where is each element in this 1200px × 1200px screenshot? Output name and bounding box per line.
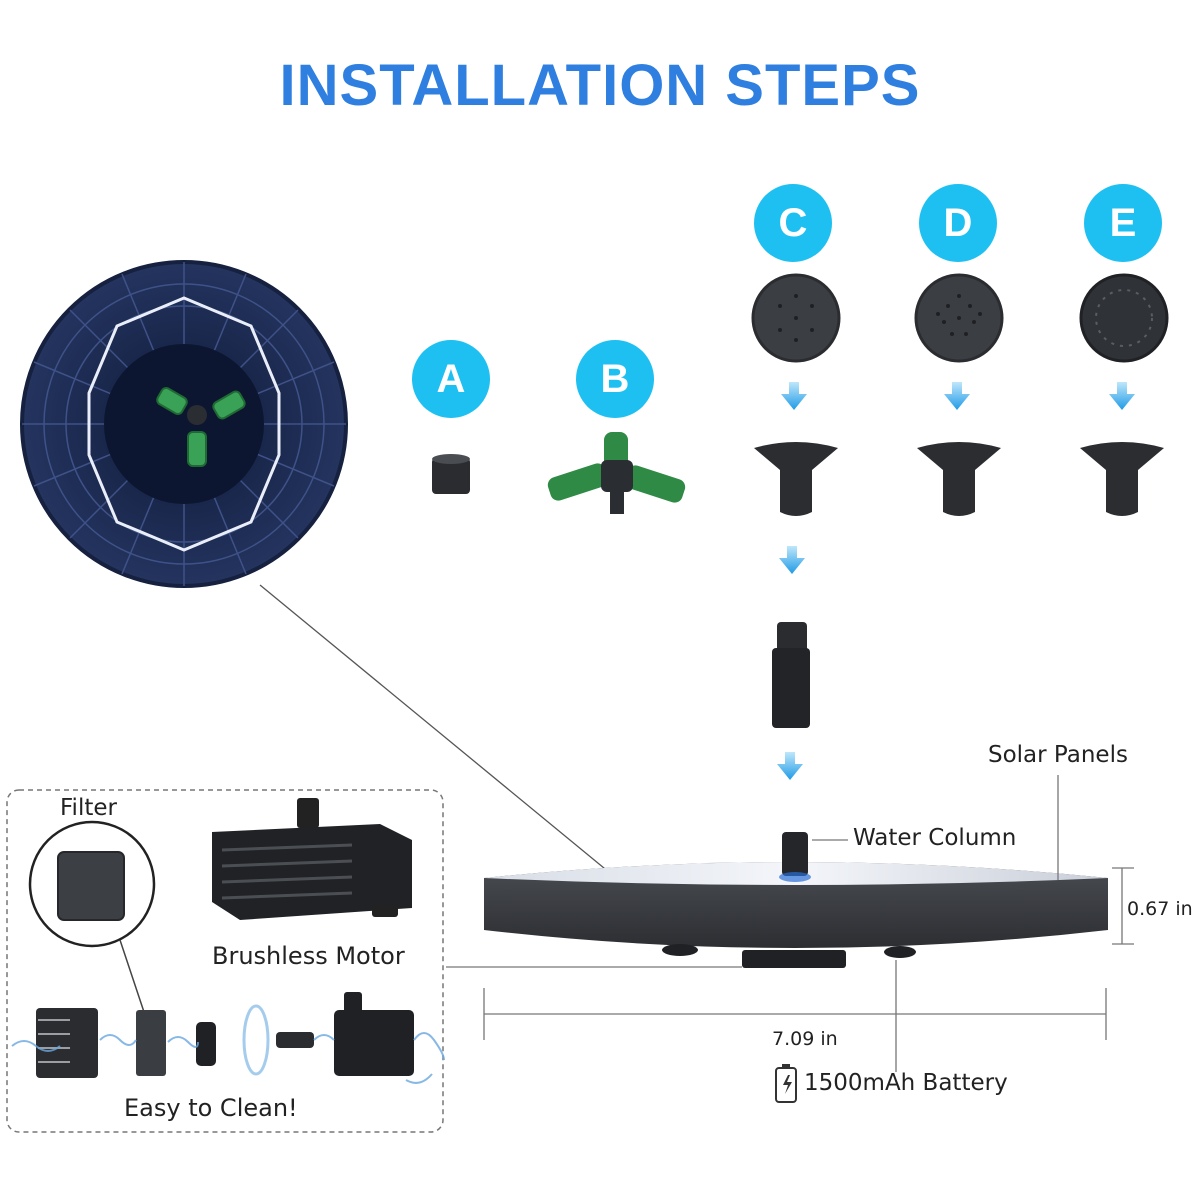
three-way-nozzle-b — [547, 432, 686, 514]
step-badge-e: E — [1084, 184, 1162, 262]
step-badge-c: C — [754, 184, 832, 262]
solar-panels-label: Solar Panels — [988, 742, 1128, 768]
battery-label: 1500mAh Battery — [804, 1070, 1008, 1096]
extension-tube — [772, 622, 810, 728]
dimension-lines — [446, 775, 1134, 1072]
filter-label: Filter — [60, 795, 117, 821]
step-badge-b: B — [576, 340, 654, 418]
exploded-motor-parts — [11, 992, 445, 1084]
step-badge-a: A — [412, 340, 490, 418]
height-dimension-label: 0.67 in — [1127, 898, 1193, 920]
brushless-motor — [212, 798, 412, 920]
water-column-label: Water Column — [853, 825, 1017, 851]
nozzle-cap-a — [432, 454, 470, 494]
brushless-motor-label: Brushless Motor — [212, 942, 405, 970]
funnel-nozzles — [754, 442, 1164, 516]
filter-magnifier — [28, 820, 156, 1031]
spray-head-c — [751, 273, 841, 363]
arrows — [777, 382, 1135, 780]
step-badge-d: D — [919, 184, 997, 262]
page-title: INSTALLATION STEPS — [279, 53, 921, 118]
spray-head-d — [914, 273, 1004, 363]
leader-line — [259, 584, 656, 911]
easy-to-clean-label: Easy to Clean! — [124, 1094, 298, 1122]
width-dimension-label: 7.09 in — [772, 1028, 838, 1050]
fountain-base — [484, 832, 1108, 968]
battery-icon — [775, 1064, 797, 1103]
solar-panel-top-view — [20, 260, 348, 588]
spray-head-e — [1079, 273, 1169, 363]
motor-inset-frame — [6, 789, 444, 1133]
